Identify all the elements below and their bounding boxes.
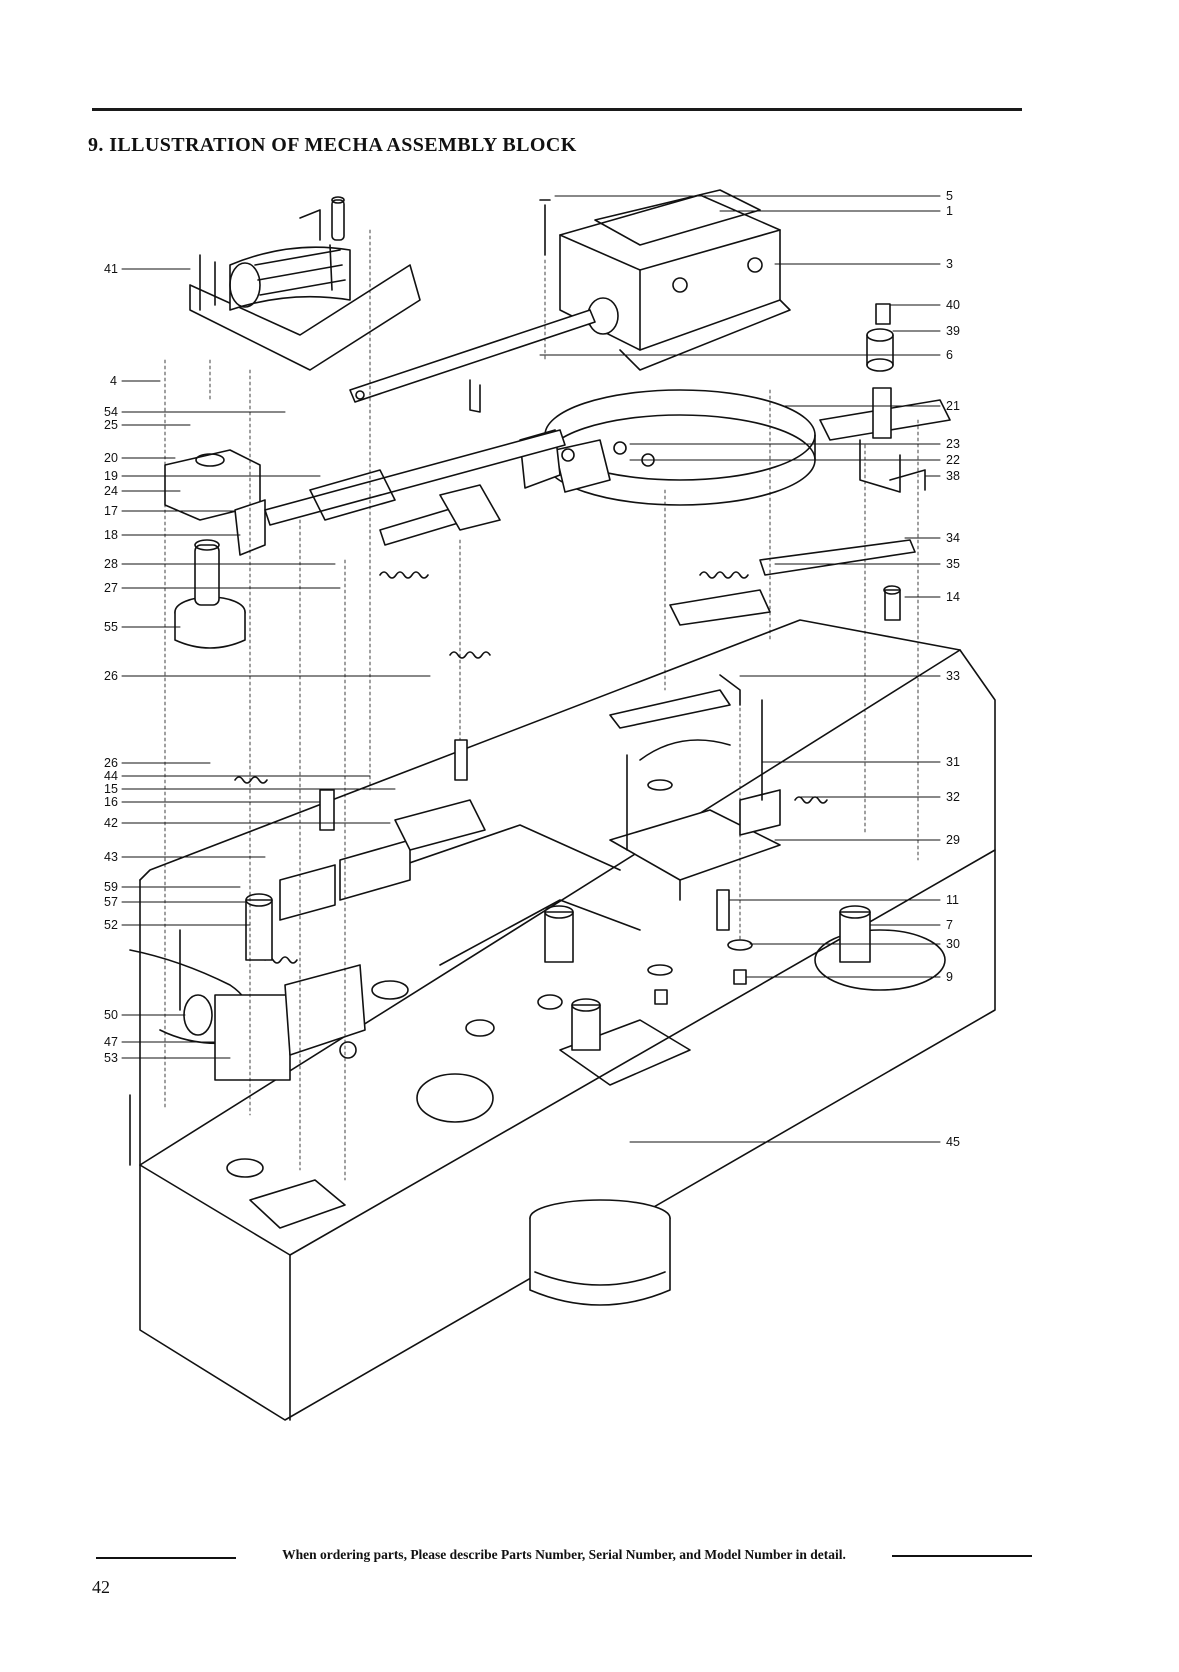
callout-1: 1 <box>946 204 953 218</box>
callout-53: 53 <box>104 1051 118 1065</box>
callout-20: 20 <box>104 451 118 465</box>
callout-30: 30 <box>946 937 960 951</box>
lever-bracket <box>165 430 565 555</box>
callout-34: 34 <box>946 531 960 545</box>
callout-22: 22 <box>946 453 960 467</box>
callout-14: 14 <box>946 590 960 604</box>
callout-45: 45 <box>946 1135 960 1149</box>
callout-47: 47 <box>104 1035 118 1049</box>
counter-assembly <box>190 197 420 370</box>
potentiometer <box>175 540 245 648</box>
callout-3: 3 <box>946 257 953 271</box>
callout-50: 50 <box>104 1008 118 1022</box>
callout-17: 17 <box>104 504 118 518</box>
callout-44: 44 <box>104 769 118 783</box>
callouts-left: 41 4 54 25 20 19 24 17 18 28 27 55 26 26… <box>104 262 118 1065</box>
callout-41: 41 <box>104 262 118 276</box>
callout-18: 18 <box>104 528 118 542</box>
callout-35: 35 <box>946 557 960 571</box>
callout-31: 31 <box>946 755 960 769</box>
page-number: 42 <box>92 1577 110 1598</box>
callout-54: 54 <box>104 405 118 419</box>
callout-33: 33 <box>946 669 960 683</box>
callout-16: 16 <box>104 795 118 809</box>
plunger-arm <box>350 310 595 412</box>
callout-40: 40 <box>946 298 960 312</box>
ordering-note: When ordering parts, Please describe Par… <box>96 1547 1032 1567</box>
callout-43: 43 <box>104 850 118 864</box>
ordering-note-text: When ordering parts, Please describe Par… <box>238 1547 890 1563</box>
callout-7: 7 <box>946 918 953 932</box>
callout-9: 9 <box>946 970 953 984</box>
callout-15: 15 <box>104 782 118 796</box>
callout-23: 23 <box>946 437 960 451</box>
footer-rule-left <box>96 1557 236 1559</box>
callout-24: 24 <box>104 484 118 498</box>
callout-5: 5 <box>946 189 953 203</box>
callout-38: 38 <box>946 469 960 483</box>
callout-29: 29 <box>946 833 960 847</box>
standoff-pins <box>867 304 900 620</box>
callout-19: 19 <box>104 469 118 483</box>
callout-26-upper: 26 <box>104 669 118 683</box>
callout-57: 57 <box>104 895 118 909</box>
callout-26-lower: 26 <box>104 756 118 770</box>
callout-39: 39 <box>946 324 960 338</box>
switch-block <box>280 740 485 920</box>
solenoid-assembly <box>540 190 790 370</box>
footer-rule-right <box>892 1555 1032 1557</box>
callout-6: 6 <box>946 348 953 362</box>
callout-27: 27 <box>104 581 118 595</box>
callout-59: 59 <box>104 880 118 894</box>
callout-4: 4 <box>110 374 117 388</box>
callout-32: 32 <box>946 790 960 804</box>
callout-21: 21 <box>946 399 960 413</box>
callout-28: 28 <box>104 557 118 571</box>
callout-55: 55 <box>104 620 118 634</box>
callout-42: 42 <box>104 816 118 830</box>
callout-11: 11 <box>946 893 959 907</box>
callout-52: 52 <box>104 918 118 932</box>
callout-25: 25 <box>104 418 118 432</box>
